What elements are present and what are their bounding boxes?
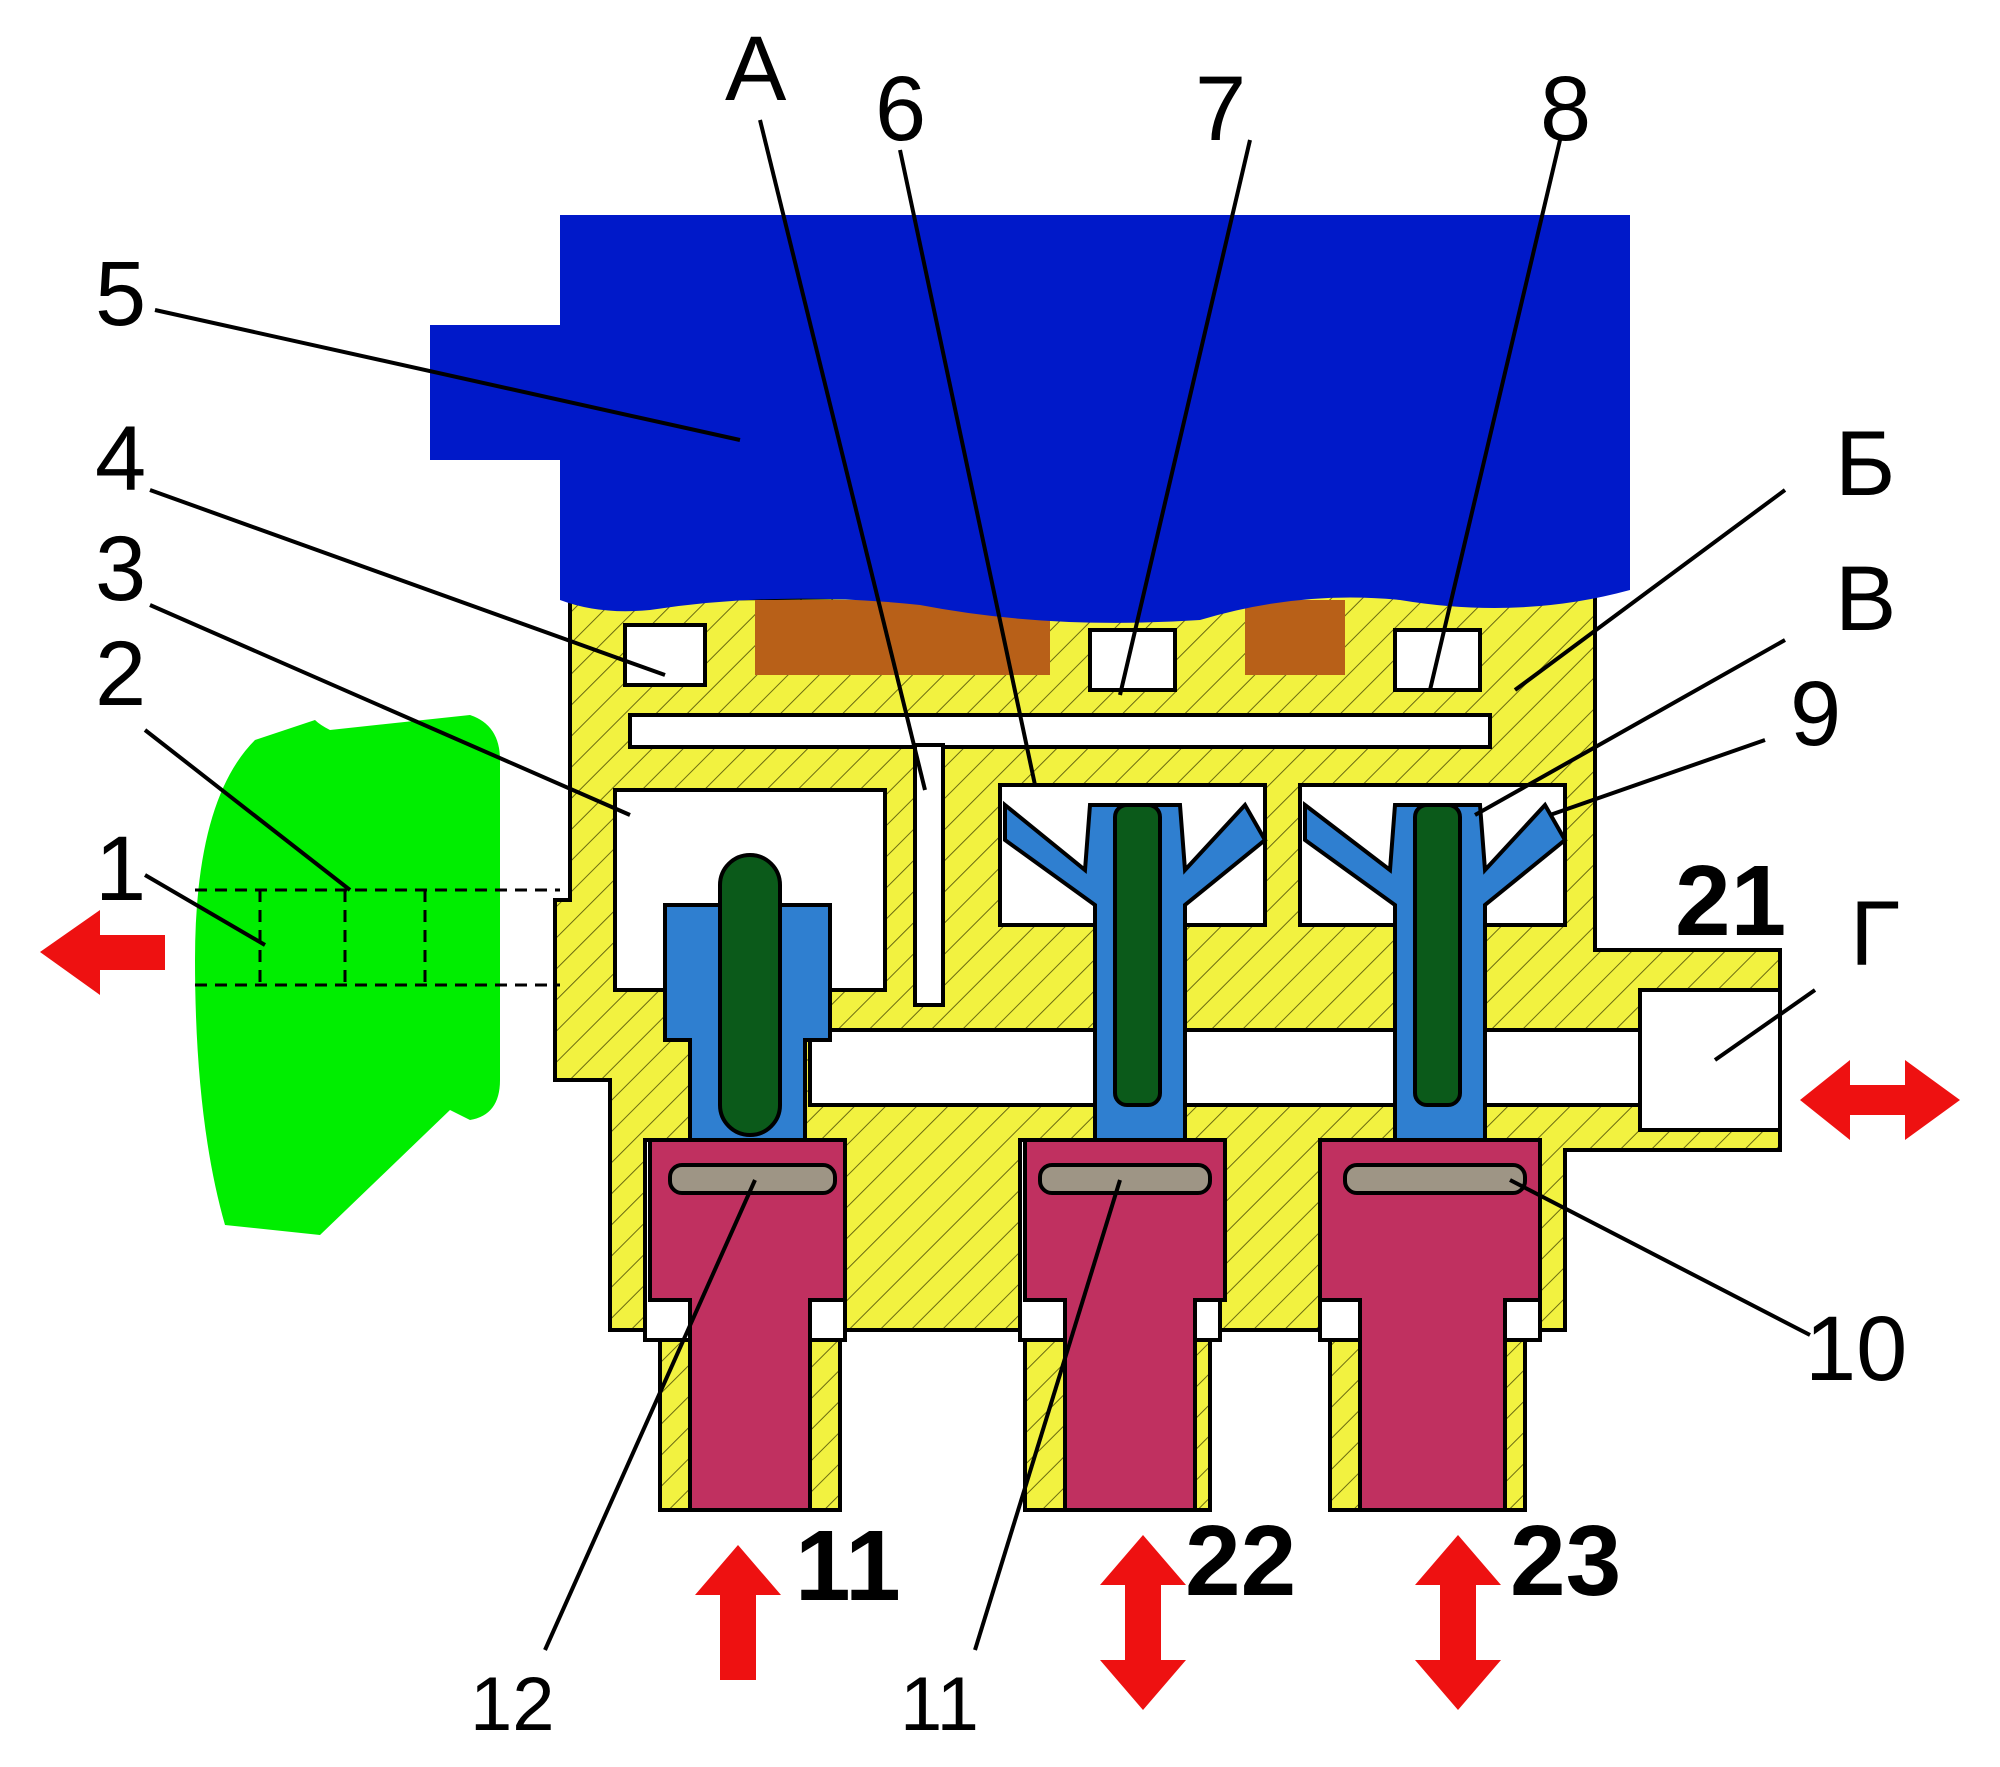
callout-6: 6 bbox=[875, 58, 926, 160]
callout-12: 12 bbox=[470, 1662, 555, 1747]
leader-lines bbox=[143, 119, 1817, 1651]
green-connector bbox=[195, 715, 500, 1235]
valve-body-22 bbox=[1023, 1138, 1227, 1512]
callout-B: Б bbox=[1835, 413, 1895, 515]
callout-10: 10 bbox=[1805, 1298, 1907, 1400]
seal-10 bbox=[1343, 1163, 1527, 1195]
callout-V: В bbox=[1835, 548, 1896, 650]
port-22: 22 bbox=[1185, 1505, 1296, 1617]
callout-11: 11 bbox=[900, 1662, 979, 1747]
callout-9: 9 bbox=[1790, 663, 1841, 765]
callout-7: 7 bbox=[1195, 58, 1246, 160]
port-21: 21 bbox=[1675, 845, 1786, 957]
callout-2: 2 bbox=[95, 623, 146, 725]
coil-2 bbox=[1245, 600, 1345, 675]
arrow-left bbox=[40, 910, 165, 995]
callout-5: 5 bbox=[95, 243, 146, 345]
arrow-double-23 bbox=[1415, 1535, 1501, 1710]
callout-A: А bbox=[725, 18, 787, 120]
arrow-up-11 bbox=[695, 1545, 781, 1680]
seal-11 bbox=[1038, 1163, 1212, 1195]
electric-cover bbox=[430, 215, 1630, 623]
piston-middle bbox=[1003, 800, 1268, 1142]
valve-body-11 bbox=[648, 1138, 847, 1512]
callout-1: 1 bbox=[95, 818, 146, 920]
callout-G: Г bbox=[1850, 883, 1900, 985]
flow-arrows bbox=[40, 910, 1960, 1710]
port-11: 11 bbox=[795, 1510, 901, 1622]
piston-right bbox=[1303, 800, 1568, 1142]
callout-4: 4 bbox=[95, 408, 146, 510]
callout-8: 8 bbox=[1540, 58, 1591, 160]
port-23: 23 bbox=[1510, 1505, 1621, 1617]
connector-pins bbox=[195, 888, 560, 987]
callout-3: 3 bbox=[95, 518, 146, 620]
arrow-r-double bbox=[1800, 1060, 1960, 1140]
seal-12 bbox=[668, 1163, 837, 1195]
callout-labels: 1 2 3 4 5 А 6 7 8 Б В 9 21 Г 10 11 22 23… bbox=[95, 18, 1907, 1747]
arrow-double-22 bbox=[1100, 1535, 1186, 1710]
